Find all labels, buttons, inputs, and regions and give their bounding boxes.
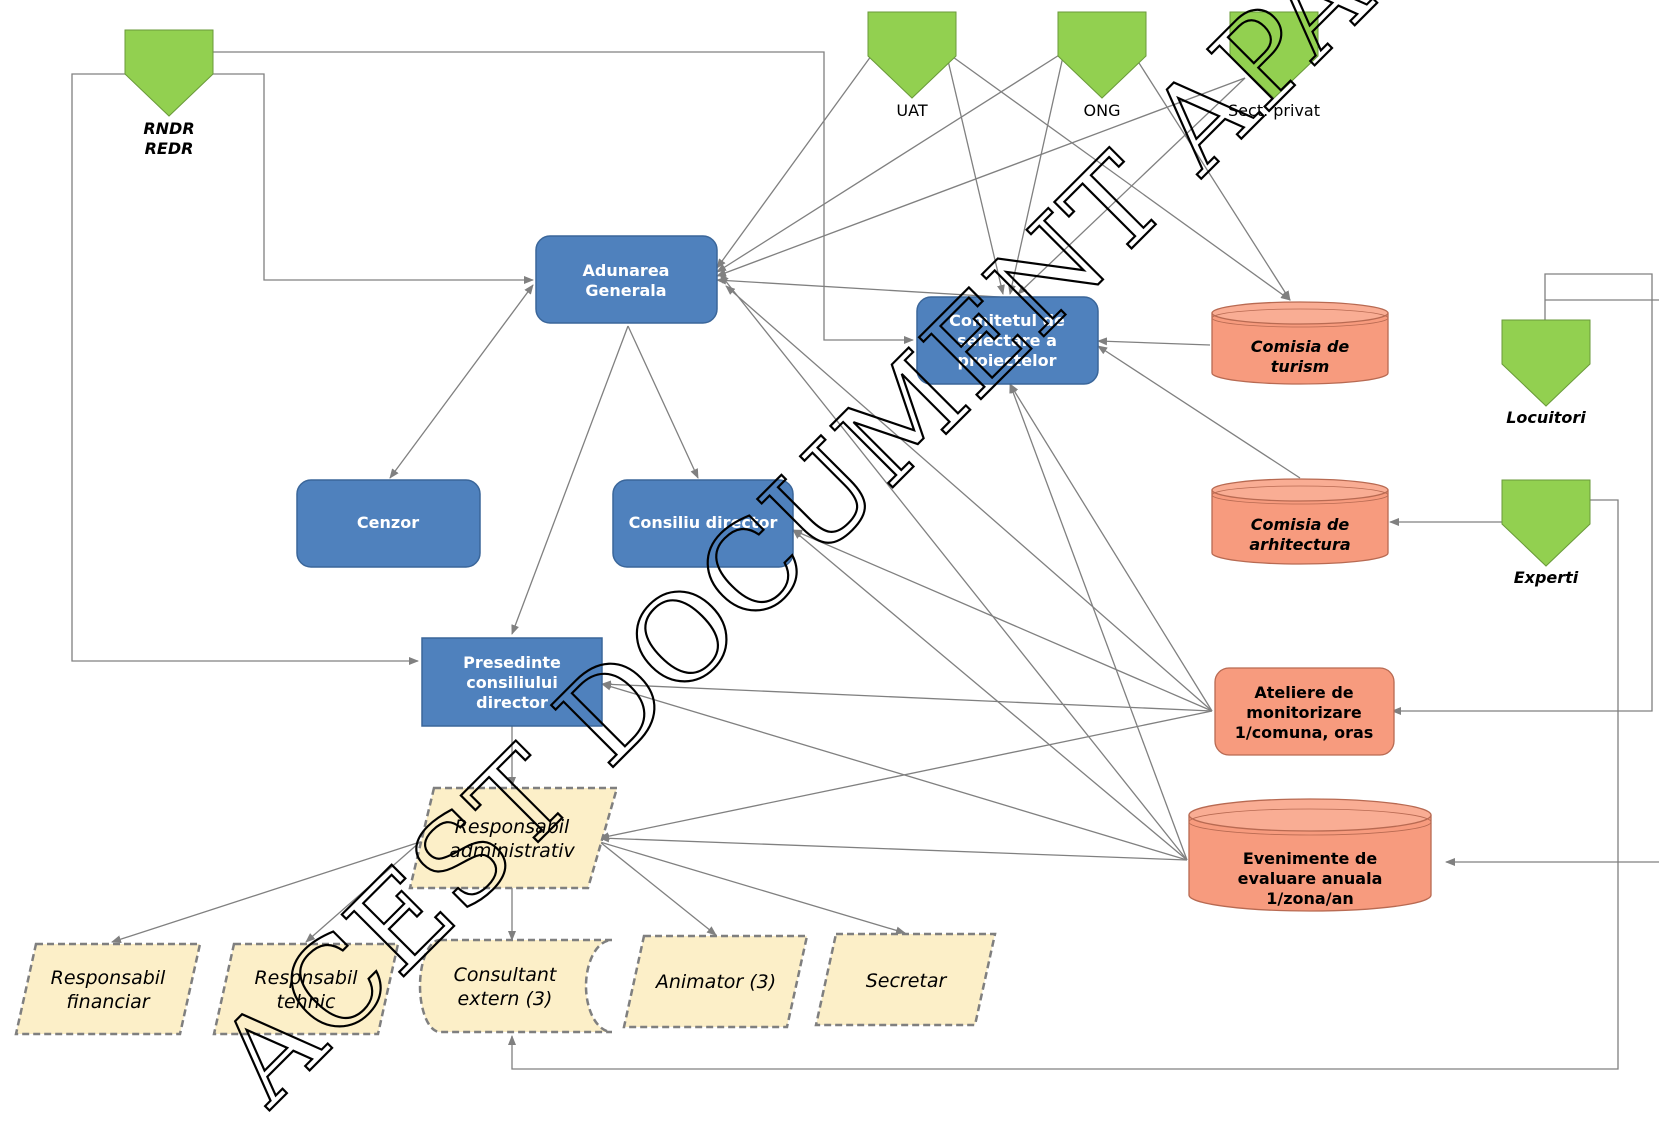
- evenimente-line3: 1/zona/an: [1266, 889, 1354, 908]
- resp-admin-line1: Responsabil: [455, 816, 570, 838]
- connector-privat-comitet: [1017, 77, 1246, 295]
- connector-adunarea-presedinte: [511, 325, 629, 635]
- cenzor-label: Cenzor: [357, 513, 419, 532]
- marker-rndr: RNDR REDR: [124, 29, 214, 158]
- comitetul-line2: selectare a: [957, 331, 1057, 350]
- connector-adunarea-consiliu: [627, 325, 699, 479]
- connector-evenimente-presedinte: [601, 682, 1188, 861]
- connector-uat-comitet: [945, 51, 1005, 295]
- ateliere-box: Ateliere de monitorizare 1/comuna, oras: [1214, 667, 1395, 756]
- connector-comitet-adunarea: [716, 276, 1001, 298]
- evenimente-line2: evaluare anuala: [1238, 869, 1383, 888]
- connector-ateliere-comitet: [1009, 383, 1213, 712]
- connector-rndr-comitet: [213, 51, 914, 344]
- connector-arhitectura-comitet: [1097, 345, 1301, 479]
- presedinte-line1: Presedinte: [463, 653, 561, 672]
- responsabil-tehnic-box: Respnsabil tehnic: [212, 942, 400, 1036]
- connector-rndr-presedinte: [71, 73, 419, 665]
- ateliere-line2: monitorizare: [1246, 703, 1362, 722]
- connector-privat-adunarea: [716, 77, 1246, 277]
- marker-experti: Experti: [1501, 479, 1591, 587]
- consultant-line2: extern (3): [458, 988, 553, 1010]
- adunarea-line1: Adunarea: [583, 261, 670, 280]
- connector-evenimente-resp-admin: [599, 834, 1188, 861]
- connectors: [71, 51, 1659, 1070]
- marker-uat: UAT: [867, 11, 957, 120]
- connector-ateliere-consiliu: [792, 529, 1213, 712]
- connector-uat-adunarea: [716, 51, 875, 269]
- comisia-turism-line2: turism: [1271, 357, 1330, 376]
- uat-label: UAT: [896, 101, 927, 120]
- redr-label: REDR: [145, 139, 194, 158]
- marker-sect-privat: Sect. privat: [1228, 11, 1320, 120]
- ateliere-line3: 1/comuna, oras: [1235, 723, 1374, 742]
- connector-ateliere-resp-admin: [599, 710, 1213, 841]
- consiliu-director-box: Consiliu director: [612, 479, 794, 568]
- connector-locuitori-ateliere: [1391, 273, 1653, 715]
- presedinte-line3: director: [476, 693, 548, 712]
- comitetul-line3: proiectelor: [957, 351, 1056, 370]
- experti-label: Experti: [1514, 568, 1579, 587]
- connector-uat-comisia-turism: [945, 51, 1291, 301]
- ateliere-line1: Ateliere de: [1254, 683, 1353, 702]
- animator-label: Animator (3): [654, 971, 776, 993]
- connector-evenimente-adunarea: [719, 273, 1188, 861]
- connector-ong-adunarea: [716, 51, 1065, 273]
- comisia-arh-line1: Comisia de: [1251, 515, 1350, 534]
- secretar-label: Secretar: [866, 970, 948, 992]
- comitetul-line1: Comitetul de: [949, 311, 1065, 330]
- consultant-line1: Consultant: [454, 964, 558, 986]
- resp-admin-line2: administrativ: [449, 840, 575, 862]
- animator-box: Animator (3): [622, 934, 809, 1029]
- evenimente-cylinder: Evenimente de evaluare anuala 1/zona/an: [1188, 798, 1432, 912]
- connector-admin-secretar: [599, 841, 906, 935]
- comisia-turism-line1: Comisia de: [1251, 337, 1350, 356]
- presedinte-box: Presedinte consiliului director: [421, 637, 603, 727]
- connector-ong-comisia-turism: [1131, 51, 1291, 301]
- connector-admin-animator: [599, 841, 717, 936]
- comisia-arhitectura-cylinder: Comisia de arhitectura: [1211, 478, 1389, 565]
- secretar-box: Secretar: [814, 932, 997, 1027]
- sect-privat-label: Sect. privat: [1228, 101, 1320, 120]
- consultant-extern-box: Consultant extern (3): [418, 938, 613, 1034]
- connector-evenimente-comitet: [1009, 383, 1188, 861]
- locuitori-label: Locuitori: [1506, 408, 1586, 427]
- responsabil-administrativ-box: Responsabil administrativ: [408, 786, 619, 890]
- connector-evenimente-consiliu: [792, 529, 1188, 861]
- presedinte-line2: consiliului: [466, 673, 558, 692]
- comisia-turism-cylinder: Comisia de turism: [1211, 301, 1389, 385]
- connector-turism-comitet: [1097, 337, 1211, 346]
- consiliu-director-label: Consiliu director: [629, 513, 778, 532]
- connector-rndr-adunarea: [213, 73, 534, 284]
- connector-ateliere-adunarea: [725, 285, 1213, 712]
- connector-adunarea-cenzor: [389, 284, 534, 479]
- resp-fin-line2: financiar: [66, 991, 150, 1013]
- comisia-arh-line2: arhitectura: [1249, 535, 1350, 554]
- resp-fin-line1: Responsabil: [51, 967, 166, 989]
- responsabil-financiar-box: Responsabil financiar: [14, 942, 202, 1036]
- connector-admin-financiar: [111, 841, 421, 944]
- connector-ong-comitet: [1008, 51, 1065, 295]
- comitetul-box: Comitetul de selectare a proiectelor: [916, 296, 1099, 385]
- rndr-label: RNDR: [143, 119, 194, 138]
- connector-experti-consultant: [508, 499, 1619, 1070]
- resp-teh-line1: Respnsabil: [254, 967, 358, 989]
- ong-label: ONG: [1084, 101, 1121, 120]
- evenimente-line1: Evenimente de: [1243, 849, 1378, 868]
- connector-admin-tehnic: [305, 841, 421, 943]
- marker-ong: ONG: [1057, 11, 1147, 120]
- connector-ateliere-presedinte: [601, 680, 1213, 712]
- marker-locuitori: Locuitori: [1501, 319, 1591, 427]
- adunarea-line2: Generala: [585, 281, 666, 300]
- adunarea-generala-box: Adunarea Generala: [535, 235, 718, 324]
- cenzor-box: Cenzor: [296, 479, 481, 568]
- resp-teh-line2: tehnic: [277, 991, 337, 1013]
